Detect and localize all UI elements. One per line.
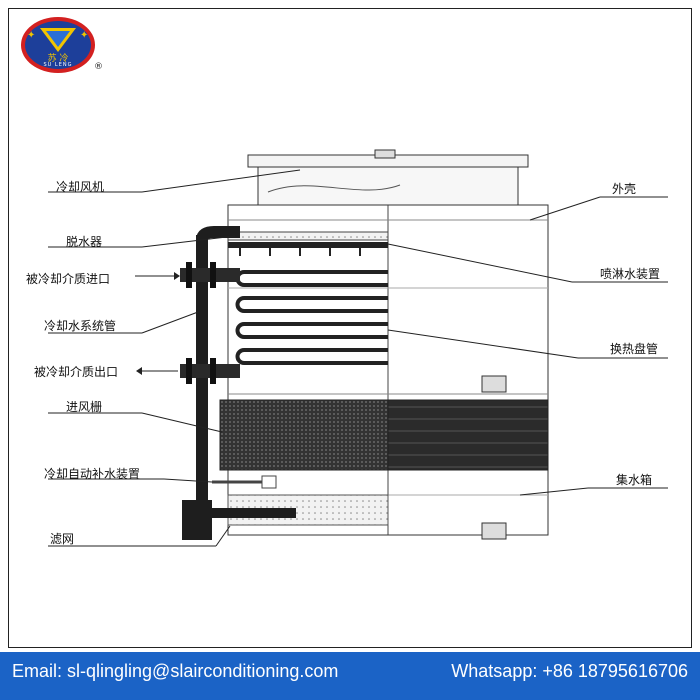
water-basin	[212, 375, 507, 540]
label-cooling-water-pipe: 冷却水系统管	[44, 319, 117, 333]
logo-brand-text: 苏 冷	[47, 54, 69, 64]
drift-eliminator	[227, 231, 389, 241]
label-cooling-fan: 冷却风机	[56, 180, 105, 194]
leader-lines-right	[387, 196, 668, 496]
registered-mark: ®	[94, 62, 103, 72]
cooling-water-pipe	[180, 226, 240, 540]
contact-footer: Email: sl-qlingling@slairconditioning.co…	[0, 652, 700, 700]
fan-stack	[247, 149, 529, 206]
label-shell: 外壳	[612, 182, 637, 196]
svg-text:✦: ✦	[27, 30, 35, 41]
label-medium-inlet: 被冷却介质进口	[26, 272, 111, 286]
label-auto-makeup: 冷却自动补水装置	[44, 467, 141, 481]
email-text[interactable]: Email: sl-qlingling@slairconditioning.co…	[12, 661, 339, 681]
cooling-tower-diagram	[48, 149, 668, 547]
spray-header	[228, 242, 388, 256]
logo: ✦ ✦ 苏 冷 SU LENG	[18, 14, 98, 76]
label-water-basin: 集水箱	[616, 473, 653, 487]
label-filter: 滤网	[50, 532, 75, 546]
label-heat-exchange-coil: 换热盘管	[610, 342, 659, 356]
label-medium-outlet: 被冷却介质出口	[34, 365, 119, 379]
air-inlet-grille	[219, 399, 549, 471]
svg-text:✦: ✦	[80, 30, 88, 41]
logo-sub-text: SU LENG	[43, 62, 73, 68]
label-spray-device: 喷淋水装置	[600, 267, 661, 281]
flow-arrows	[135, 272, 180, 375]
whatsapp-text[interactable]: Whatsapp: +86 18795616706	[451, 661, 688, 681]
heat-exchange-coil	[235, 270, 388, 365]
leader-lines-left	[48, 169, 301, 547]
label-drift-eliminator: 脱水器	[66, 235, 103, 249]
label-air-inlet-grille: 进风栅	[66, 400, 103, 414]
